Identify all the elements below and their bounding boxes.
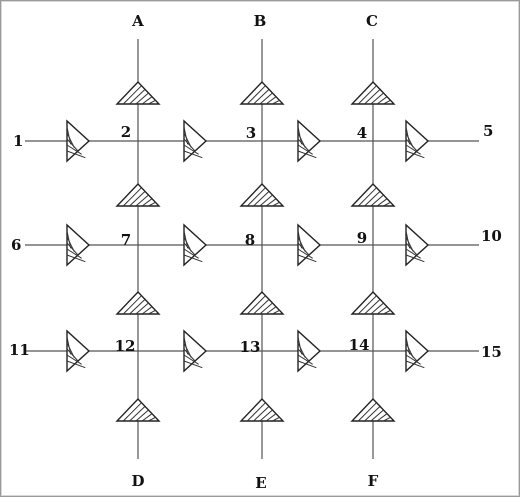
label-f: F <box>368 472 379 490</box>
right-coupler-row2-3 <box>297 223 322 267</box>
right-coupler-row2-1 <box>66 223 91 267</box>
label-b: B <box>254 12 267 30</box>
junction-label-13: 13 <box>240 338 261 356</box>
junction-label-4: 4 <box>357 124 367 142</box>
label-a: A <box>131 12 144 30</box>
right-coupler-row3-4 <box>405 329 430 373</box>
right-coupler-row1-1 <box>66 119 91 163</box>
label-10: 10 <box>481 227 502 245</box>
right-coupler-row1-4 <box>405 119 430 163</box>
right-coupler-row2-2 <box>183 223 208 267</box>
up-coupler-col1-4 <box>115 397 161 422</box>
junction-label-9: 9 <box>357 229 367 247</box>
junction-label-3: 3 <box>246 124 256 142</box>
label-11: 11 <box>9 341 30 359</box>
coupler-symbols <box>66 80 430 422</box>
up-coupler-col2-2 <box>239 182 285 207</box>
right-coupler-row1-3 <box>297 119 322 163</box>
up-coupler-col3-2 <box>350 182 396 207</box>
right-coupler-row1-2 <box>183 119 208 163</box>
up-coupler-col1-2 <box>115 182 161 207</box>
junction-label-8: 8 <box>245 231 255 249</box>
right-coupler-row3-3 <box>297 329 322 373</box>
label-e: E <box>255 474 266 492</box>
up-coupler-col2-3 <box>239 290 285 315</box>
up-coupler-col2-4 <box>239 397 285 422</box>
junction-label-14: 14 <box>349 336 370 354</box>
junction-label-7: 7 <box>121 231 131 249</box>
right-coupler-row2-4 <box>405 223 430 267</box>
junction-label-12: 12 <box>115 337 136 355</box>
up-coupler-col1-3 <box>115 290 161 315</box>
junction-label-2: 2 <box>121 123 131 141</box>
label-d: D <box>131 472 144 490</box>
label-1: 1 <box>13 132 23 150</box>
up-coupler-col3-1 <box>350 80 396 105</box>
label-6: 6 <box>11 236 21 254</box>
up-coupler-col2-1 <box>239 80 285 105</box>
label-c: C <box>366 12 378 30</box>
up-coupler-col3-4 <box>350 397 396 422</box>
up-coupler-col1-1 <box>115 80 161 105</box>
up-coupler-col3-3 <box>350 290 396 315</box>
label-15: 15 <box>481 343 502 361</box>
right-coupler-row3-2 <box>183 329 208 373</box>
right-coupler-row3-1 <box>66 329 91 373</box>
label-5: 5 <box>483 122 493 140</box>
